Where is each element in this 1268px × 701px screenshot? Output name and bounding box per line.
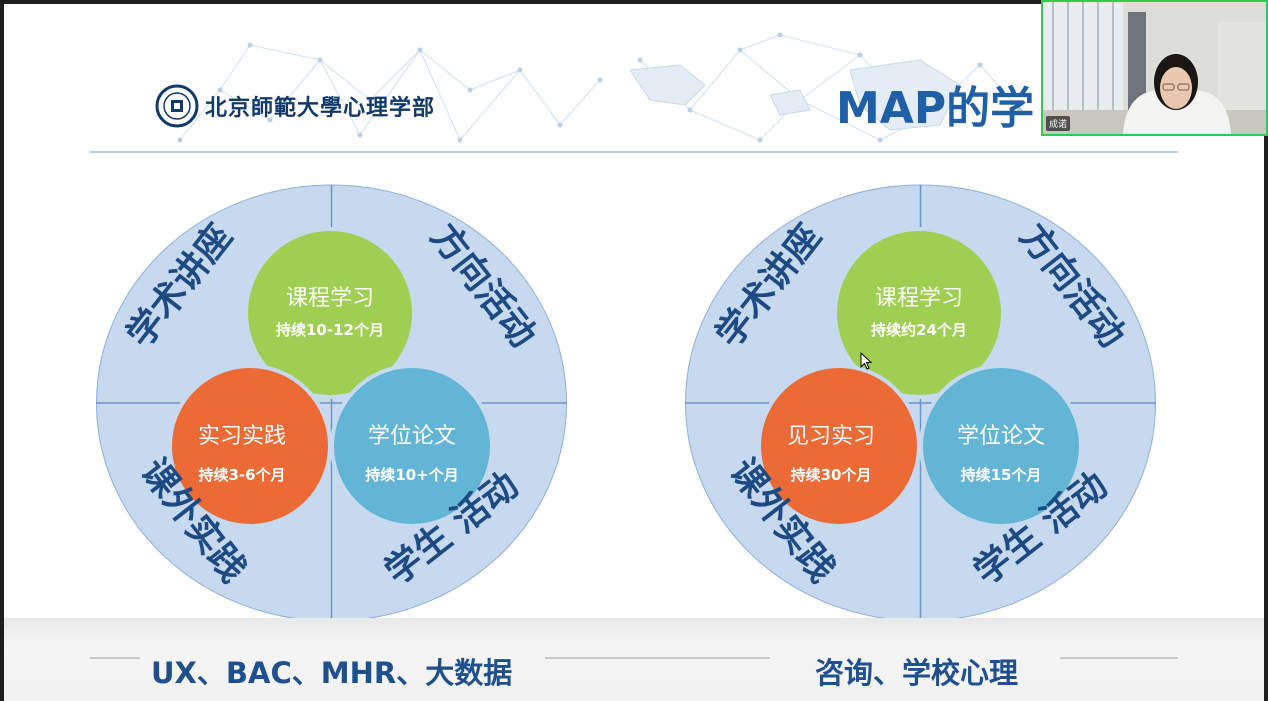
network-decoration (177, 32, 1023, 143)
participant-video-frame (1043, 2, 1266, 134)
participant-name-tag: 成诺 (1046, 116, 1071, 131)
circle-thesis (330, 364, 494, 528)
caption-left: UX、BAC、MHR、大数据 (151, 656, 513, 690)
circle-title: 实习实践 (198, 424, 286, 449)
bottom-divider (90, 657, 140, 659)
university-seal-icon (155, 84, 199, 128)
diagram-left: 学术讲座 方向活动 课外实践 学生 活动 课程学习 持续10-12个月 实习实践… (96, 184, 567, 622)
bottom-divider (1060, 657, 1178, 659)
circle-title: 课程学习 (875, 286, 963, 311)
header-divider (90, 151, 1178, 153)
diagram-right: 学术讲座 方向活动 课外实践 学生 活动 课程学习 持续约24个月 见习实习 持… (685, 184, 1156, 622)
logo-text: 北京師範大學心理学部 (205, 95, 436, 121)
circle-course (833, 227, 1005, 399)
circle-duration: 持续10-12个月 (276, 321, 384, 339)
slide-title: MAP的学 (836, 83, 1035, 134)
circle-duration: 持续约24个月 (871, 321, 967, 339)
circle-title: 学位论文 (368, 424, 456, 449)
circle-thesis (919, 364, 1083, 528)
mouse-cursor-icon (860, 352, 872, 370)
circle-duration: 持续3-6个月 (198, 466, 285, 484)
university-logo: 北京師範大學心理学部 (155, 84, 435, 128)
circle-course (244, 227, 416, 399)
bottom-divider (545, 657, 770, 659)
caption-right: 咨询、学校心理 (815, 656, 1019, 690)
circle-duration: 持续10+个月 (365, 466, 458, 484)
window-frame (1264, 0, 1268, 701)
circle-duration: 持续15个月 (961, 466, 1042, 484)
circle-title: 学位论文 (957, 424, 1045, 449)
window-frame (0, 0, 1268, 4)
participant-video-tile[interactable]: 成诺 (1041, 0, 1268, 136)
circle-duration: 持续30个月 (791, 466, 872, 484)
title-clip: MAP的学 (836, 60, 1040, 140)
circle-title: 见习实习 (787, 424, 875, 449)
window-frame (0, 0, 4, 701)
bottom-band (0, 618, 1268, 701)
circle-title: 课程学习 (286, 286, 374, 311)
